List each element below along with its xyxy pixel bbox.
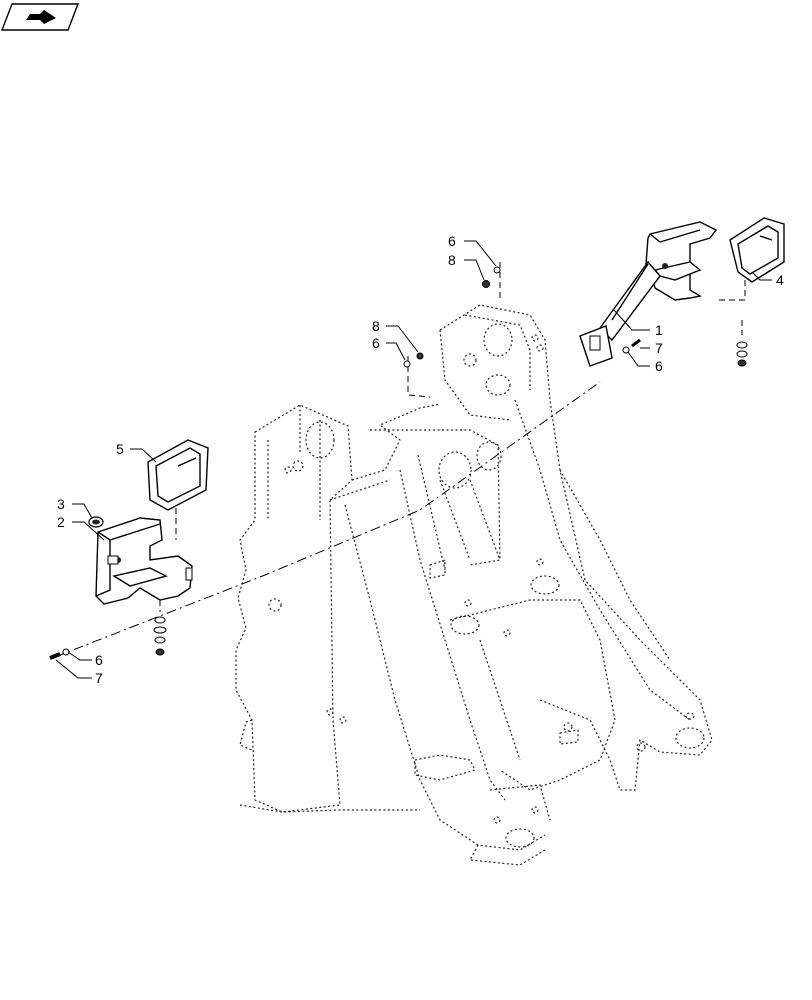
right-light-bracket [579,221,718,367]
callout-6-right: 6 [655,358,663,374]
loader-frame [235,304,713,866]
callout-6-left: 6 [95,652,103,668]
leader-lines [55,240,772,679]
left-work-light [147,439,209,511]
right-work-light [729,217,785,283]
callout-7-left: 7 [95,670,103,686]
callout-4: 4 [776,272,784,288]
navigation-arrow-icon[interactable] [0,3,80,31]
left-light-bracket [95,517,193,605]
callout-7-right: 7 [655,340,663,356]
callout-3: 3 [57,496,65,512]
alignment-lines [54,262,746,658]
grommet [88,516,104,528]
callout-5: 5 [116,441,124,457]
callout-2: 2 [57,514,65,530]
callout-8-top: 8 [448,252,456,268]
callout-1: 1 [655,322,663,338]
callout-8-mid: 8 [372,318,380,334]
callout-6-top: 6 [448,233,456,249]
callout-6-mid: 6 [372,335,380,351]
hardware [49,266,748,660]
callout-labels: 6 8 8 6 1 7 6 4 5 3 2 6 7 [57,233,784,686]
